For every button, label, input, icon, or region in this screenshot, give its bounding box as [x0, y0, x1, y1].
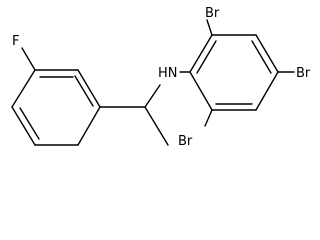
carbon-fluorine-bond — [21, 47, 36, 71]
carbon-bromine-bond — [206, 19, 213, 36]
bromine-label-bottom: Br — [178, 134, 193, 149]
double-bond — [196, 40, 217, 74]
bond — [255, 34, 279, 73]
fluorophenyl-ring — [11, 69, 101, 146]
structure-canvas: F HN Br Br Br — [11, 6, 311, 149]
bond — [144, 84, 161, 108]
bond — [11, 69, 36, 108]
bromine-label-right: Br — [296, 66, 311, 81]
double-bond — [74, 75, 94, 107]
double-bond — [251, 40, 272, 74]
bromine-label-top: Br — [205, 6, 220, 21]
ethyl-linker — [99, 84, 169, 146]
double-bond — [19, 107, 40, 140]
bond — [189, 34, 213, 73]
bond — [144, 106, 169, 146]
bond — [255, 71, 279, 111]
amine-label: HN — [158, 66, 178, 81]
bond — [77, 69, 101, 108]
molecule-diagram: F HN Br Br Br — [11, 6, 311, 149]
fluorine-label: F — [12, 34, 19, 49]
bond — [11, 106, 36, 146]
carbon-bromine-bond — [204, 109, 213, 127]
bond — [77, 106, 101, 146]
tribromophenyl-ring — [189, 34, 279, 111]
bond — [189, 71, 213, 111]
